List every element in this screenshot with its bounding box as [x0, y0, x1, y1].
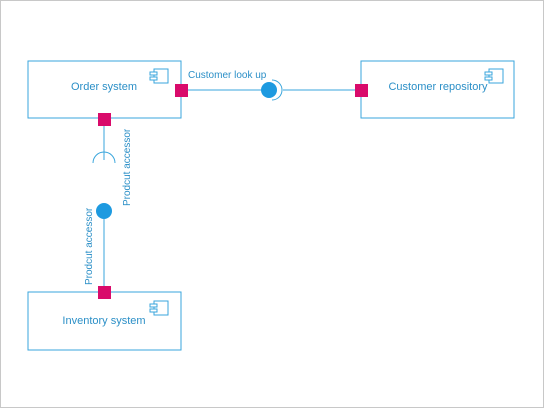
port-inventory-top[interactable]: [98, 286, 111, 299]
interface-label-required-accessor: Prodcut accessor: [122, 128, 133, 206]
required-interface-socket: [271, 79, 283, 101]
component-customer-repository[interactable]: Customer repository: [360, 60, 515, 119]
component-label: Customer repository: [388, 81, 488, 93]
component-order-system[interactable]: Order system: [27, 60, 182, 119]
port-repository-left[interactable]: [355, 84, 368, 97]
interface-label-provided-accessor: Prodcut accessor: [84, 207, 95, 285]
provided-interface-ball: [261, 82, 277, 98]
component-icon: [149, 68, 169, 84]
port-order-bottom[interactable]: [98, 113, 111, 126]
connector-customer-look-up[interactable]: [188, 79, 355, 101]
interface-label-customer-look-up: Customer look up: [188, 70, 267, 81]
component-icon: [149, 300, 169, 316]
component-label: Inventory system: [62, 315, 145, 327]
component-icon: [484, 68, 504, 84]
component-inventory-system[interactable]: Inventory system: [27, 291, 182, 351]
required-interface-socket: [92, 151, 116, 164]
connector-product-accessor[interactable]: [92, 126, 116, 286]
component-label: Order system: [71, 81, 137, 93]
provided-interface-ball: [96, 203, 112, 219]
port-order-right[interactable]: [175, 84, 188, 97]
